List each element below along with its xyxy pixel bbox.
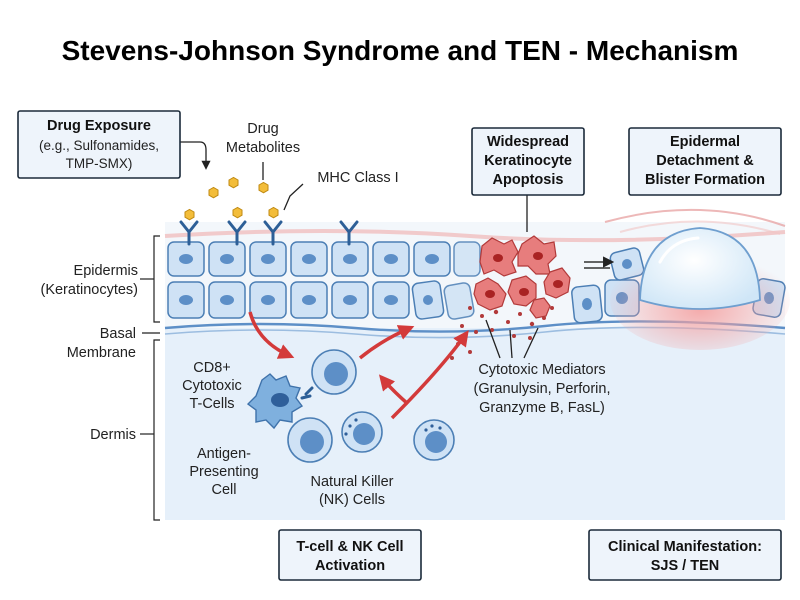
- detachment-line-3: Blister Formation: [645, 172, 765, 188]
- page-title: Stevens-Johnson Syndrome and TEN - Mecha…: [62, 35, 739, 66]
- label-mediators-1: Cytotoxic Mediators: [478, 362, 605, 378]
- label-epidermis-1: Epidermis: [74, 263, 138, 279]
- label-apc-3: Cell: [212, 482, 237, 498]
- detachment-box: Epidermal Detachment & Blister Formation: [628, 127, 782, 196]
- antigen-presenting-cell: [246, 373, 304, 430]
- clinical-box: Clinical Manifestation: SJS / TEN: [588, 529, 782, 581]
- label-basal-2: Membrane: [67, 345, 136, 361]
- label-basal-1: Basal: [100, 326, 136, 342]
- activation-arrows: [248, 311, 469, 420]
- activation-line-1: T-cell & NK Cell: [296, 539, 403, 555]
- label-cd8-2: Cytotoxic: [182, 378, 242, 394]
- nk-cell-2: [413, 419, 455, 461]
- drug-exposure-line-2: TMP-SMX): [66, 156, 133, 171]
- keratinocyte-row-top: [167, 241, 481, 277]
- nk-cell-1: [341, 411, 383, 453]
- label-mediators-2: (Granulysin, Perforin,: [474, 381, 611, 397]
- activation-box: T-cell & NK Cell Activation: [278, 529, 422, 581]
- apoptotic-keratinocytes: [450, 235, 571, 360]
- label-epidermis-2: (Keratinocytes): [40, 282, 138, 298]
- apoptosis-line-3: Apoptosis: [493, 172, 564, 188]
- label-mediators-3: Granzyme B, FasL): [479, 400, 605, 416]
- label-mhc: MHC Class I: [317, 170, 398, 186]
- label-apc-2: Presenting: [189, 464, 258, 480]
- label-drug-metabolites-1: Drug: [247, 121, 278, 137]
- layer-brackets: [140, 235, 160, 521]
- plain-labels: Drug Metabolites MHC Class I Epidermis (…: [40, 121, 610, 508]
- label-dermis: Dermis: [90, 427, 136, 443]
- apoptosis-line-1: Widespread: [487, 134, 569, 150]
- keratinocyte-row-bottom: [167, 280, 475, 320]
- label-cd8-3: T-Cells: [189, 396, 234, 412]
- cd8-t-cell: [300, 349, 357, 400]
- mhc-receptors: [179, 220, 359, 246]
- drug-exposure-line-1: (e.g., Sulfonamides,: [39, 138, 159, 153]
- label-drug-metabolites-2: Metabolites: [226, 140, 300, 156]
- drug-metabolites: [184, 176, 279, 221]
- label-apc-1: Antigen-: [197, 446, 251, 462]
- t-cell-lower: [287, 417, 333, 463]
- connector-lines: [180, 141, 539, 359]
- drug-exposure-box: Drug Exposure (e.g., Sulfonamides, TMP-S…: [17, 110, 181, 179]
- blister: [604, 208, 790, 350]
- detachment-line-2: Detachment &: [656, 153, 754, 169]
- activation-line-2: Activation: [315, 558, 385, 574]
- detachment-line-1: Epidermal: [670, 134, 740, 150]
- label-cd8-1: CD8+: [193, 360, 230, 376]
- clinical-line-1: Clinical Manifestation:: [608, 539, 762, 555]
- apoptosis-line-2: Keratinocyte: [484, 153, 572, 169]
- drug-exposure-title: Drug Exposure: [47, 118, 151, 134]
- clinical-line-2: SJS / TEN: [651, 558, 720, 574]
- label-nk-2: (NK) Cells: [319, 492, 385, 508]
- apoptosis-box: Widespread Keratinocyte Apoptosis: [471, 127, 585, 196]
- label-nk-1: Natural Killer: [311, 474, 394, 490]
